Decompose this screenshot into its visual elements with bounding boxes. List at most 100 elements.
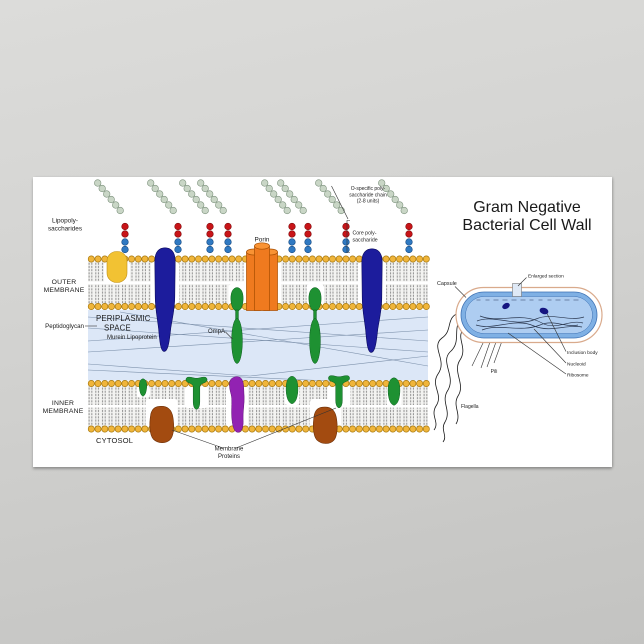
lipid-head [181, 425, 189, 433]
lipid-head [389, 425, 397, 433]
lipid-head [248, 425, 256, 433]
lipid-head [349, 255, 357, 263]
lipid-head [295, 303, 303, 310]
lipid-head [288, 425, 296, 433]
lipid-head [188, 255, 196, 263]
label-inner-membrane-line1: INNER [52, 400, 74, 407]
lipid-head [288, 255, 296, 263]
lipid-head [134, 255, 142, 263]
lps-chain [94, 179, 129, 254]
lipid-head [188, 303, 196, 310]
lipid-head [168, 380, 176, 387]
label-membrane-proteins-line1: Membrane [215, 447, 244, 453]
lipid-head [195, 255, 202, 263]
lipid-head [87, 303, 95, 310]
lipid-head [108, 425, 115, 433]
lipid-head [342, 425, 350, 433]
lipid-head [262, 425, 269, 433]
lipid-head [362, 380, 370, 387]
inclusion-body-1 [502, 302, 510, 310]
outer-membrane-protein-yellow [106, 251, 128, 283]
nucleoid-strands [475, 315, 585, 331]
lipid-head [248, 380, 256, 387]
lipid-head [201, 425, 209, 433]
lps-chain [277, 179, 312, 254]
lipid-head [241, 425, 249, 433]
label-pili: Pili [491, 369, 498, 375]
lipid-head [228, 255, 236, 263]
inner-membrane-protein-green-oval-1 [285, 375, 299, 405]
lipid-head [355, 425, 363, 433]
inner-membrane-protein-purple [229, 376, 245, 433]
label-enlarged-section: Enlarged section [528, 274, 564, 280]
lipid-head [402, 255, 410, 263]
lipid-head [315, 380, 323, 387]
lipid-head [101, 303, 109, 310]
lipid-head [141, 303, 149, 310]
lipid-head [262, 380, 269, 387]
lipid-head [148, 303, 156, 310]
lps-chain [147, 179, 182, 254]
lipid-head [416, 303, 424, 310]
label-lipopolysaccharides-line1: Lipopoly- [52, 218, 78, 225]
lipid-head [128, 425, 136, 433]
lipid-head [349, 380, 357, 387]
lipid-head [181, 255, 189, 263]
peptidoglycan-mesh [87, 311, 429, 382]
lipid-head [402, 380, 410, 387]
lipid-head [389, 255, 397, 263]
lipid-head [87, 425, 95, 433]
lipid-head [235, 255, 243, 263]
poster-title-line1: Gram Negative [473, 199, 581, 216]
lipid-head [335, 303, 343, 310]
label-outer-membrane-line1: OUTER [52, 279, 77, 286]
label-capsule: Capsule [437, 281, 457, 287]
lipid-head [422, 425, 430, 433]
flagella [433, 311, 464, 443]
lipid-head [389, 303, 397, 310]
lipid-head [174, 303, 182, 310]
poster: Lipopoly- saccharides OUTER MEMBRANE PER… [33, 177, 612, 467]
lipid-head [422, 303, 430, 310]
lipid-head [94, 303, 102, 310]
lipid-head [134, 303, 142, 310]
lps-chain [197, 179, 232, 254]
label-lipopolysaccharides-line2: saccharides [48, 226, 82, 233]
lipid-head [302, 380, 310, 387]
lipid-head [375, 425, 383, 433]
lipid-head [195, 303, 202, 310]
lipid-head [188, 425, 196, 433]
lipid-head [382, 303, 390, 310]
label-core-poly-line2: saccharide [353, 238, 378, 244]
lipid-head [128, 255, 136, 263]
lps-chain [378, 179, 413, 254]
porin-channel [246, 242, 278, 311]
lipid-head [208, 255, 216, 263]
lipid-head [322, 380, 330, 387]
lipid-head [195, 425, 202, 433]
lipid-head [128, 303, 136, 310]
lipid-head [295, 255, 303, 263]
lipid-head [275, 380, 283, 387]
lipid-head [402, 303, 410, 310]
lipid-head [329, 303, 336, 310]
lipid-head [134, 425, 142, 433]
lipid-head [174, 425, 182, 433]
lipid-head [375, 380, 383, 387]
lipid-head [369, 425, 377, 433]
lipid-head [308, 380, 316, 387]
lipid-head [349, 303, 357, 310]
label-ompa: OmpA [208, 329, 225, 335]
lipid-head [369, 380, 377, 387]
label-core-poly-line1: Core poly- [353, 231, 377, 237]
lipid-head [114, 380, 122, 387]
label-periplasmic-space-line1: PERIPLASMIC [96, 314, 151, 323]
lipid-head [315, 255, 323, 263]
lipid-head [174, 380, 182, 387]
lipid-head [416, 425, 424, 433]
lipid-head [275, 425, 283, 433]
lipid-head [329, 255, 336, 263]
lipid-head [221, 425, 229, 433]
lipid-head [208, 425, 216, 433]
